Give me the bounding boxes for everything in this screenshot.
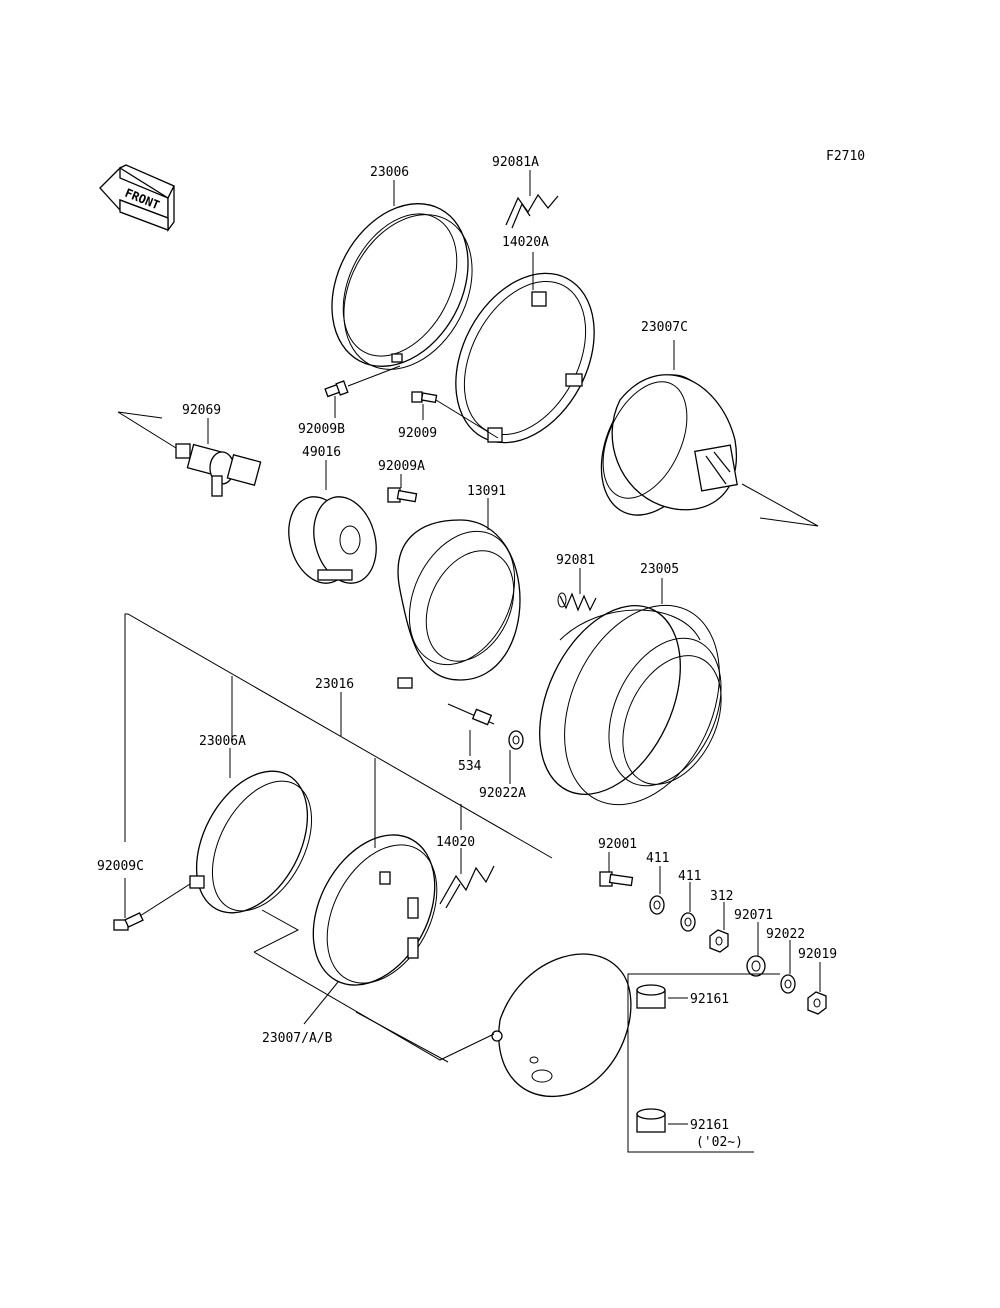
label-92081A: 92081A [492, 155, 539, 170]
label-49016: 49016 [302, 445, 341, 460]
label-14020A: 14020A [502, 235, 549, 250]
screw-92009 [411, 391, 438, 404]
rim-23006 [331, 203, 473, 370]
bolt-92001 [599, 871, 634, 887]
screw-92009A [387, 487, 418, 503]
ring-14020A [455, 272, 595, 444]
label-92009B: 92009B [298, 422, 345, 437]
washer-92022A [508, 730, 524, 750]
nut-312 [709, 929, 729, 953]
washer-411a [649, 895, 665, 915]
label-92009: 92009 [398, 426, 437, 441]
spring-clip-92081A [505, 193, 559, 229]
rim-23006A [189, 770, 313, 914]
group-line-left [124, 613, 553, 859]
cap-92161b [636, 1108, 666, 1133]
cover-23016 [491, 953, 632, 1098]
label-411a: 411 [646, 851, 669, 866]
label-92161b-note: ('02~) [696, 1135, 743, 1150]
label-92081: 92081 [556, 553, 595, 568]
label-23005: 23005 [640, 562, 679, 577]
headlight-unit-23007C [600, 374, 738, 516]
nut-92019 [807, 991, 827, 1015]
socket-49016 [288, 496, 377, 584]
label-13091: 13091 [467, 484, 506, 499]
label-92009C: 92009C [97, 859, 144, 874]
label-92022: 92022 [766, 927, 805, 942]
label-92071: 92071 [734, 908, 773, 923]
bushing-92071 [746, 955, 766, 977]
bracket-92161 [627, 973, 780, 1153]
clip-14020 [439, 865, 495, 909]
label-23016: 23016 [315, 677, 354, 692]
headlight-unit-23007AB [312, 834, 438, 986]
label-92001: 92001 [598, 837, 637, 852]
label-92161b: 92161 [690, 1118, 729, 1133]
label-92019: 92019 [798, 947, 837, 962]
label-23007AB: 23007/A/B [262, 1031, 333, 1046]
label-411b: 411 [678, 869, 701, 884]
label-312: 312 [710, 889, 733, 904]
label-23006: 23006 [370, 165, 409, 180]
label-14020: 14020 [436, 835, 475, 850]
label-92009A: 92009A [378, 459, 425, 474]
screw-92009B [324, 380, 349, 398]
label-92022A: 92022A [479, 786, 526, 801]
label-23006A: 23006A [199, 734, 246, 749]
label-92161a: 92161 [690, 992, 729, 1007]
label-534: 534 [458, 759, 482, 774]
bulb-92069 [175, 443, 262, 497]
cap-92161a [636, 984, 666, 1009]
washer-92022 [780, 974, 796, 994]
holder-13091 [397, 519, 521, 689]
bolt-534 [447, 703, 495, 726]
label-92069: 92069 [182, 403, 221, 418]
spring-92081 [557, 592, 597, 612]
screw-92009C [113, 912, 144, 931]
group-line-bottom [253, 909, 300, 953]
housing-23005 [539, 604, 722, 806]
label-23007C: 23007C [641, 320, 688, 335]
figure-id: F2710 [826, 149, 865, 164]
front-arrow-icon: FRONT [99, 164, 175, 232]
washer-411b [680, 912, 696, 932]
